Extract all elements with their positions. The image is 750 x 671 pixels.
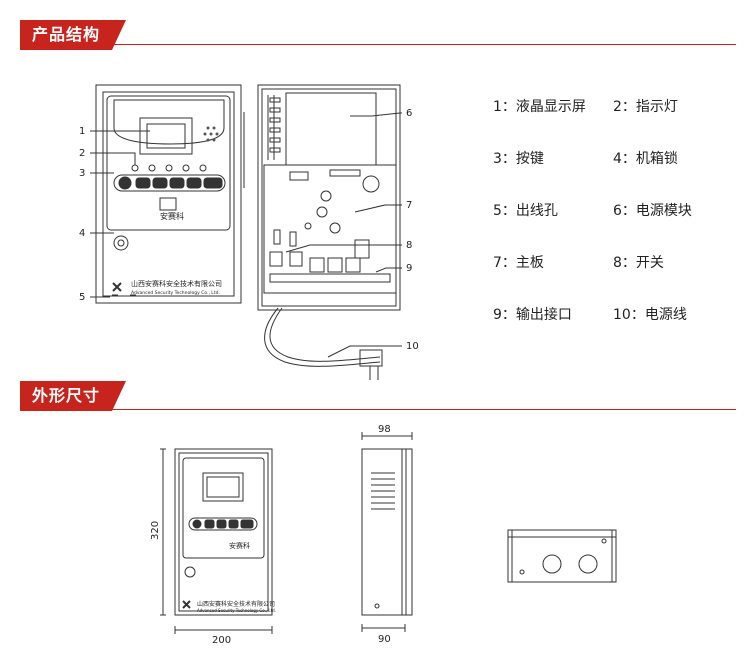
output-terminals	[269, 273, 391, 283]
company-name-en-small: Advanced Security Technology Co., Ltd.	[197, 608, 276, 613]
power-switch	[269, 251, 283, 267]
legend-item: 10：电源线	[613, 307, 687, 323]
dimension-bottom-view	[507, 529, 617, 583]
legend-item: 5：出线孔	[493, 203, 558, 219]
callout-7: 7	[406, 200, 412, 211]
legend-item: 2：指示灯	[613, 99, 678, 115]
legend-item: 1：液晶显示屏	[493, 99, 586, 115]
lock-icon	[113, 235, 129, 251]
brand-text: 安赛科	[160, 211, 184, 221]
legend-item: 8：开关	[613, 255, 664, 271]
callout-4: 4	[79, 228, 85, 239]
main-board	[263, 164, 397, 294]
dimensions-section-title: 外形尺寸	[20, 381, 127, 411]
company-name-cn: 山西安赛科安全技术有限公司	[131, 279, 222, 288]
legend-item: 4：机箱锁	[613, 151, 678, 167]
company-name-cn-small: 山西安赛科安全技术有限公司	[197, 600, 275, 608]
legend-item: 7：主板	[493, 255, 544, 271]
lcd-screen	[139, 117, 193, 155]
dim-height: 320	[150, 521, 161, 540]
callout-10: 10	[406, 341, 419, 352]
dim-depth-bottom: 90	[378, 634, 391, 645]
parts-legend: 1：液晶显示屏 2：指示灯 3：按键 4：机箱锁 5：出线孔 6：电源模块 7：…	[493, 80, 733, 340]
legend-row: 1：液晶显示屏 2：指示灯	[493, 80, 733, 132]
section-divider	[20, 44, 736, 45]
callout-8: 8	[406, 240, 412, 251]
speaker-icon	[203, 126, 219, 142]
dim-width: 200	[212, 635, 231, 646]
legend-row: 9：输出接口 10：电源线	[493, 288, 733, 340]
indicator-lights	[131, 164, 207, 172]
legend-row: 7：主板 8：开关	[493, 236, 733, 288]
brand-logo-icon	[159, 197, 177, 211]
legend-row: 3：按键 4：机箱锁	[493, 132, 733, 184]
callout-2: 2	[79, 148, 85, 159]
dim-depth-top: 98	[378, 424, 391, 435]
cabinet-outline	[95, 84, 242, 304]
power-module	[285, 92, 377, 166]
section-divider	[20, 409, 736, 410]
power-cord	[264, 307, 381, 367]
front-panel	[106, 95, 231, 231]
legend-row: 5：出线孔 6：电源模块	[493, 184, 733, 236]
brand-text-small: 安赛科	[229, 541, 250, 550]
legend-item: 9：输出接口	[493, 307, 572, 323]
key-strip	[113, 174, 226, 192]
callout-3: 3	[79, 168, 85, 179]
legend-item: 3：按键	[493, 151, 544, 167]
structure-section-title: 产品结构	[20, 20, 127, 50]
callout-6: 6	[406, 108, 412, 119]
callout-1: 1	[79, 126, 85, 137]
interior-view-diagram	[257, 84, 402, 380]
dimension-side-view	[361, 432, 413, 632]
callout-9: 9	[406, 263, 412, 274]
dimension-front-view	[160, 448, 273, 634]
callout-5: 5	[79, 292, 85, 303]
legend-item: 6：电源模块	[613, 203, 692, 219]
company-name-en: Advanced Security Technology Co., Ltd.	[131, 290, 220, 296]
